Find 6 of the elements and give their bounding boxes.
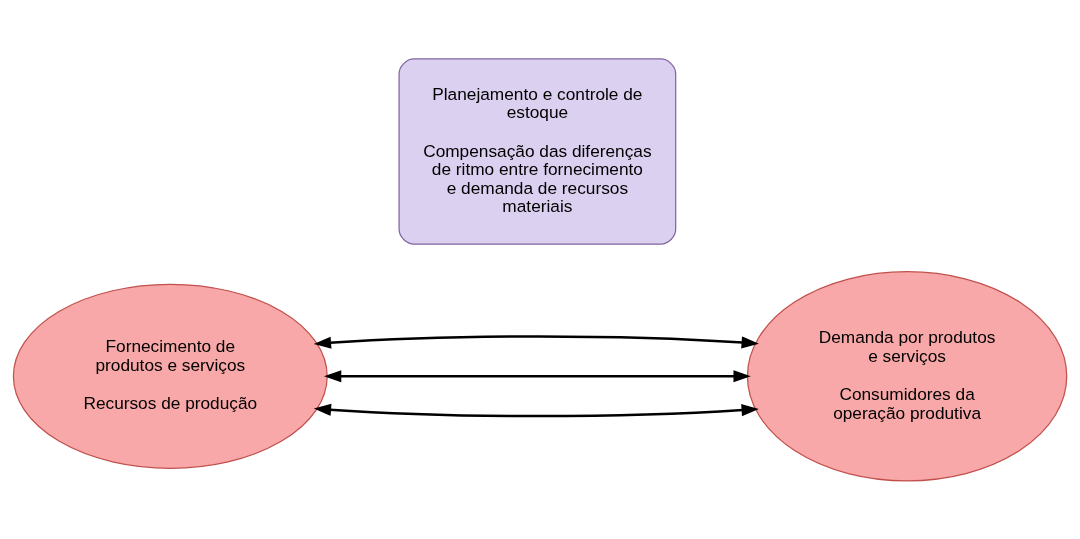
node-ellipse: Fornecimento de produtos e serviços Recursos de produção [12,283,328,469]
arrow [313,334,759,349]
arrow [323,369,751,382]
node-box: Planejamento e controle de estoque Compensação das diferenças de ritmo entre fornecimento e demanda de recursos materiais [398,57,677,245]
node-ellipse: Demanda por produtos e serviços Consumidores da operação produtiva [746,270,1068,481]
arrow [313,403,759,417]
